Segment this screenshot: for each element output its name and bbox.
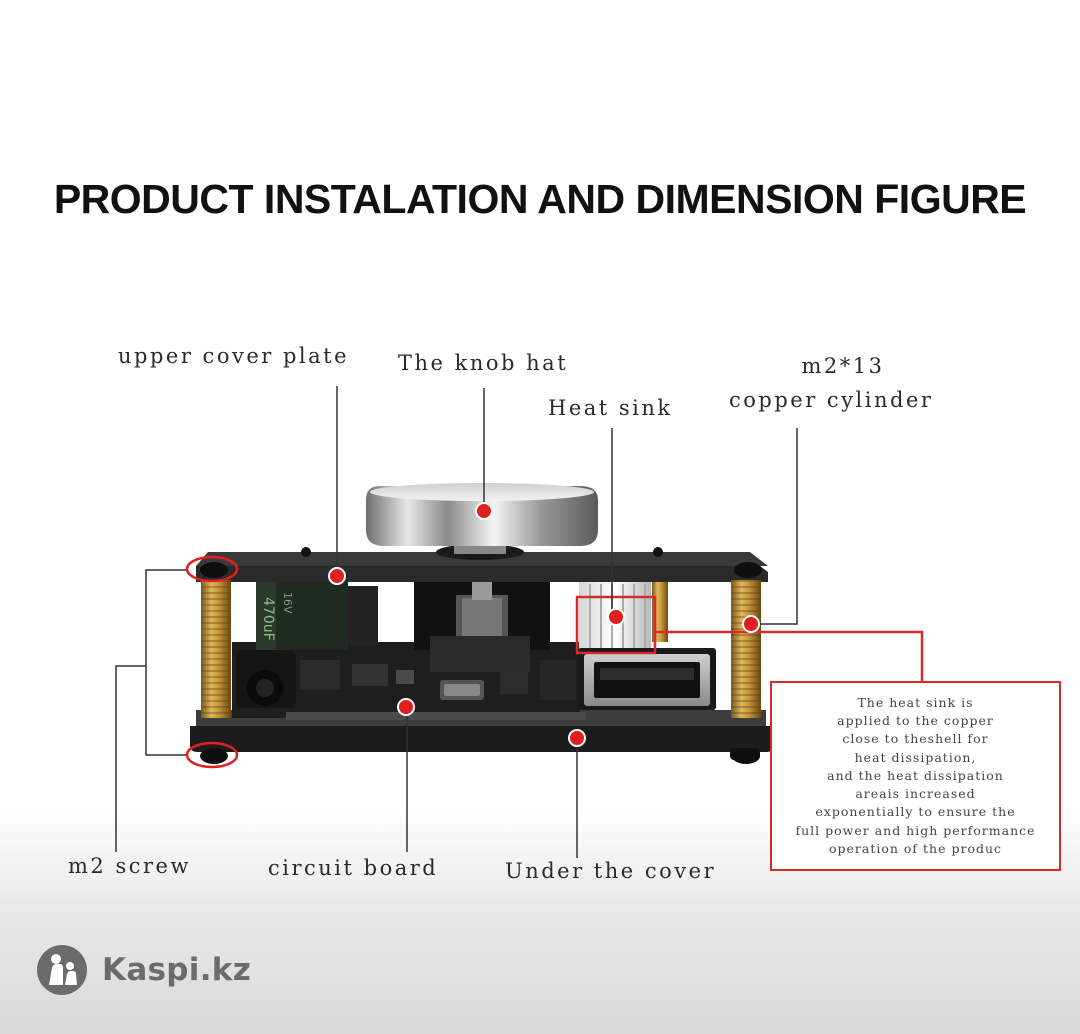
label-under-cover: Under the cover bbox=[505, 859, 717, 883]
label-copper-cylinder-size: m2*13 bbox=[801, 354, 885, 378]
label-knob-hat: The knob hat bbox=[398, 351, 569, 375]
screw-bottom-right bbox=[732, 748, 760, 764]
watermark: Kaspi.kz bbox=[36, 944, 251, 996]
screw-highlight-bottom bbox=[185, 741, 239, 769]
label-upper-cover-plate: upper cover plate bbox=[118, 344, 350, 368]
heat-sink-note-box: The heat sink is applied to the copper c… bbox=[770, 681, 1061, 871]
watermark-text: Kaspi.kz bbox=[102, 952, 252, 988]
label-copper-cylinder: copper cylinder bbox=[729, 388, 934, 412]
knob-shaft bbox=[430, 560, 530, 672]
capacitor: 470uF 16V bbox=[256, 580, 348, 650]
kaspi-logo-icon bbox=[37, 945, 87, 995]
capacitor-voltage-marking: 16V bbox=[281, 592, 294, 614]
copper-standoff-left bbox=[201, 580, 231, 718]
callout-markers bbox=[328, 502, 760, 747]
page-title: PRODUCT INSTALATION AND DIMENSION FIGURE bbox=[53, 176, 1027, 222]
knob-hat bbox=[366, 483, 598, 560]
label-m2-screw: m2 screw bbox=[68, 854, 191, 878]
heat-sink-note: The heat sink is applied to the copper c… bbox=[795, 694, 1036, 857]
screw-highlight-top bbox=[185, 555, 239, 583]
copper-standoff-right bbox=[731, 580, 761, 718]
usb-port bbox=[578, 648, 716, 710]
note-connector bbox=[655, 630, 924, 681]
board-component bbox=[348, 586, 378, 646]
screw-top-left bbox=[200, 562, 228, 578]
capacitor-marking: 470uF bbox=[260, 597, 276, 641]
label-heat-sink: Heat sink bbox=[548, 396, 673, 420]
label-circuit-board: circuit board bbox=[268, 856, 439, 880]
leader-lines bbox=[115, 386, 798, 858]
heat-sink-highlight bbox=[575, 595, 657, 655]
screw-bottom-left bbox=[200, 748, 228, 764]
screw-top-right bbox=[734, 562, 762, 578]
